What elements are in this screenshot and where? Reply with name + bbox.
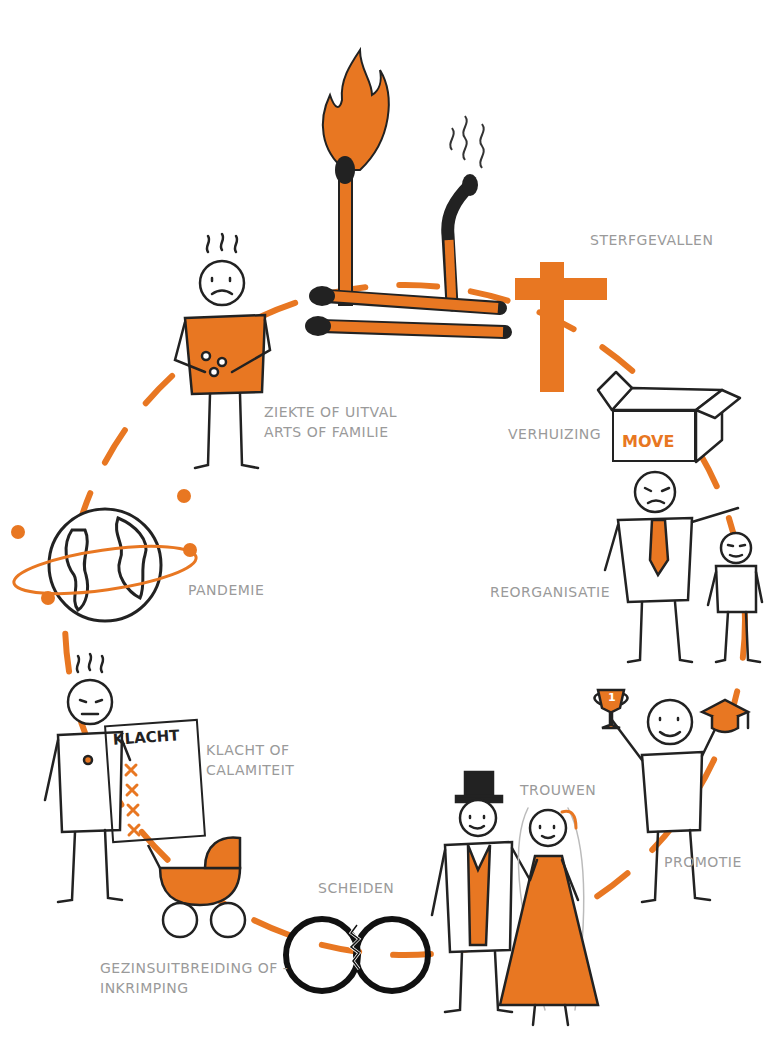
cross-symbol xyxy=(515,262,607,392)
complaint-figure xyxy=(45,654,139,902)
node-text: KLACHT xyxy=(112,725,197,749)
node-text: MOVE xyxy=(622,432,694,451)
matches-symbol xyxy=(305,50,505,336)
rings-symbol xyxy=(286,919,428,991)
event-label: SCHEIDEN xyxy=(318,878,428,898)
event-label: ZIEKTE OF UITVAL ARTS OF FAMILIE xyxy=(264,402,424,442)
reorganisation-figures xyxy=(605,472,762,662)
couple-figures xyxy=(432,772,598,1025)
event-label: KLACHT OF CALAMITEIT xyxy=(206,740,336,780)
event-label: VERHUIZING xyxy=(508,424,618,444)
cycle-ring xyxy=(65,285,745,955)
event-label: GEZINSUITBREIDING OF -INKRIMPING xyxy=(100,958,290,998)
globe-symbol xyxy=(11,490,199,621)
event-label: PROMOTIE xyxy=(664,852,774,872)
moving-box xyxy=(598,372,740,462)
moving-box-face: MOVE xyxy=(612,410,696,462)
sick-figure xyxy=(175,234,270,468)
pram-symbol xyxy=(148,837,245,937)
event-label: REORGANISATIE xyxy=(490,582,640,602)
event-label: PANDEMIE xyxy=(188,580,298,600)
promotion-figure xyxy=(594,690,748,902)
event-label: STERFGEVALLEN xyxy=(590,230,760,250)
complaint-paper: KLACHT xyxy=(104,719,206,843)
event-label: TROUWEN xyxy=(520,780,630,800)
trophy-number: 1 xyxy=(602,691,622,705)
